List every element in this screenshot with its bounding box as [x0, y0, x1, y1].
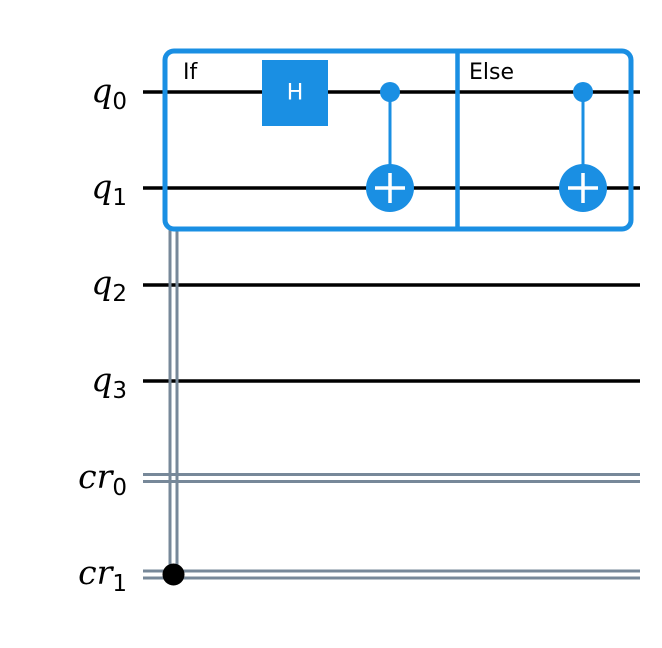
- register-q2-index: 2: [112, 281, 127, 307]
- hadamard-gate: H: [262, 60, 328, 126]
- register-q1-index: 1: [112, 185, 127, 211]
- wire-cr0: [143, 473, 640, 483]
- register-label-cr1: cr1: [78, 553, 127, 597]
- classical-wires: [143, 473, 640, 580]
- if-else-frame: [162, 48, 634, 232]
- register-label-cr0: cr0: [78, 457, 127, 501]
- register-labels: q0 q1 q2 q3 cr0 cr1: [78, 71, 127, 597]
- register-cr1-index: 1: [112, 571, 127, 597]
- register-label-q0: q0: [91, 71, 127, 115]
- cnot-else-plus-icon: [568, 173, 598, 203]
- cnot-else-control-dot: [573, 82, 593, 102]
- cnot-if-control-dot: [380, 82, 400, 102]
- register-q1-name: q: [91, 167, 112, 206]
- register-q2-name: q: [91, 263, 112, 302]
- if-else-block: If Else: [162, 48, 634, 232]
- cnot-gate-else: [559, 82, 607, 212]
- register-cr1-name: cr: [78, 553, 114, 592]
- register-label-q3: q3: [91, 360, 127, 404]
- register-q3-index: 3: [112, 378, 127, 404]
- cnot-gate-if: [366, 82, 414, 212]
- register-label-q1: q1: [91, 167, 127, 211]
- classical-condition-line: [168, 228, 179, 574]
- wire-cr1: [143, 569, 640, 580]
- else-label: Else: [469, 60, 514, 85]
- register-cr0-name: cr: [78, 457, 114, 496]
- register-label-q2: q2: [91, 263, 127, 307]
- hadamard-gate-label: H: [287, 81, 304, 106]
- register-q3-name: q: [91, 360, 112, 399]
- hadamard-gate-box: [262, 60, 328, 126]
- cnot-if-plus-icon: [375, 173, 405, 203]
- register-q0-index: 0: [112, 89, 127, 115]
- condition-control-dot: [162, 563, 185, 586]
- if-label: If: [183, 60, 198, 85]
- register-q0-name: q: [91, 71, 112, 110]
- register-cr0-index: 0: [112, 475, 127, 501]
